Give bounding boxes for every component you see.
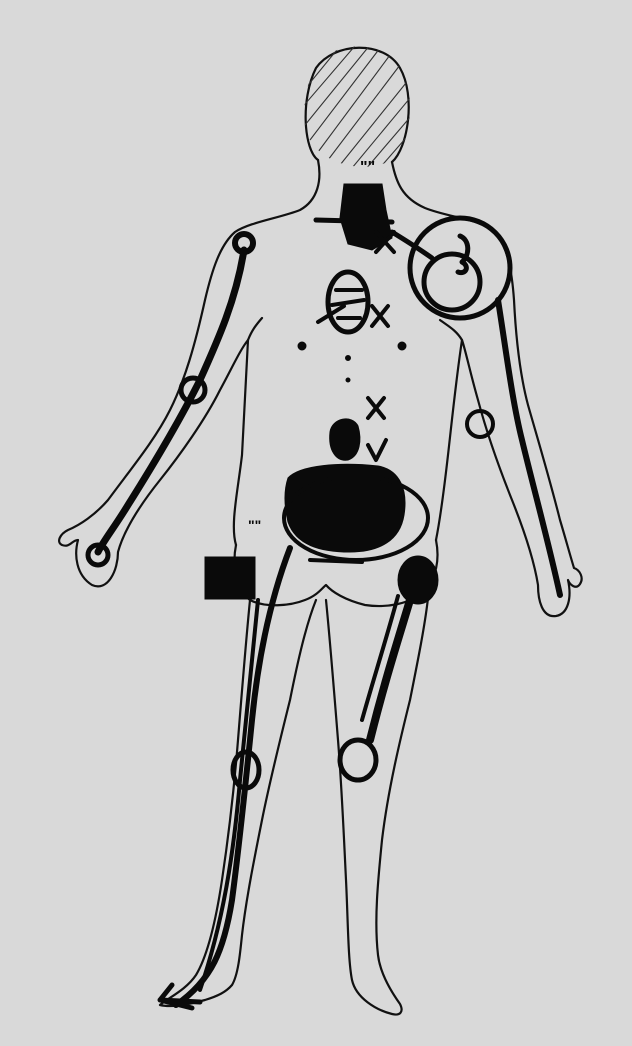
left-armpit-line [248,318,262,340]
spine-dot-1 [346,356,351,361]
lumbar-small-scribble [330,419,360,460]
left-hip-block [206,558,254,598]
left-leg-pain-line-secondary [200,600,258,990]
upper-spine-horizontal-stroke [316,220,392,222]
mid-back-scribble [318,290,364,322]
mid-back-x-mark [372,306,388,326]
hip-label: "" [248,517,261,533]
pain-marks: "" [88,159,560,1008]
spine-dot-2 [346,378,350,382]
lower-spine-check-mark [368,440,386,460]
lower-spine-x-mark-1 [368,398,384,418]
right-hip-blob [398,556,438,604]
neck-label: "" [360,159,375,176]
right-knee-circle [340,740,376,780]
right-elbow-circle [467,411,493,437]
mid-back-dot-right [398,342,406,350]
left-side-outline [59,160,319,586]
mid-back-dot-left [298,342,306,350]
left-arm-pain-line [98,250,244,552]
right-side-outline [392,162,582,616]
sacral-underline [310,560,362,562]
right-leg-outline [326,598,428,1015]
right-shoulder-inner-circle [424,254,480,310]
right-armpit-line [440,320,462,340]
